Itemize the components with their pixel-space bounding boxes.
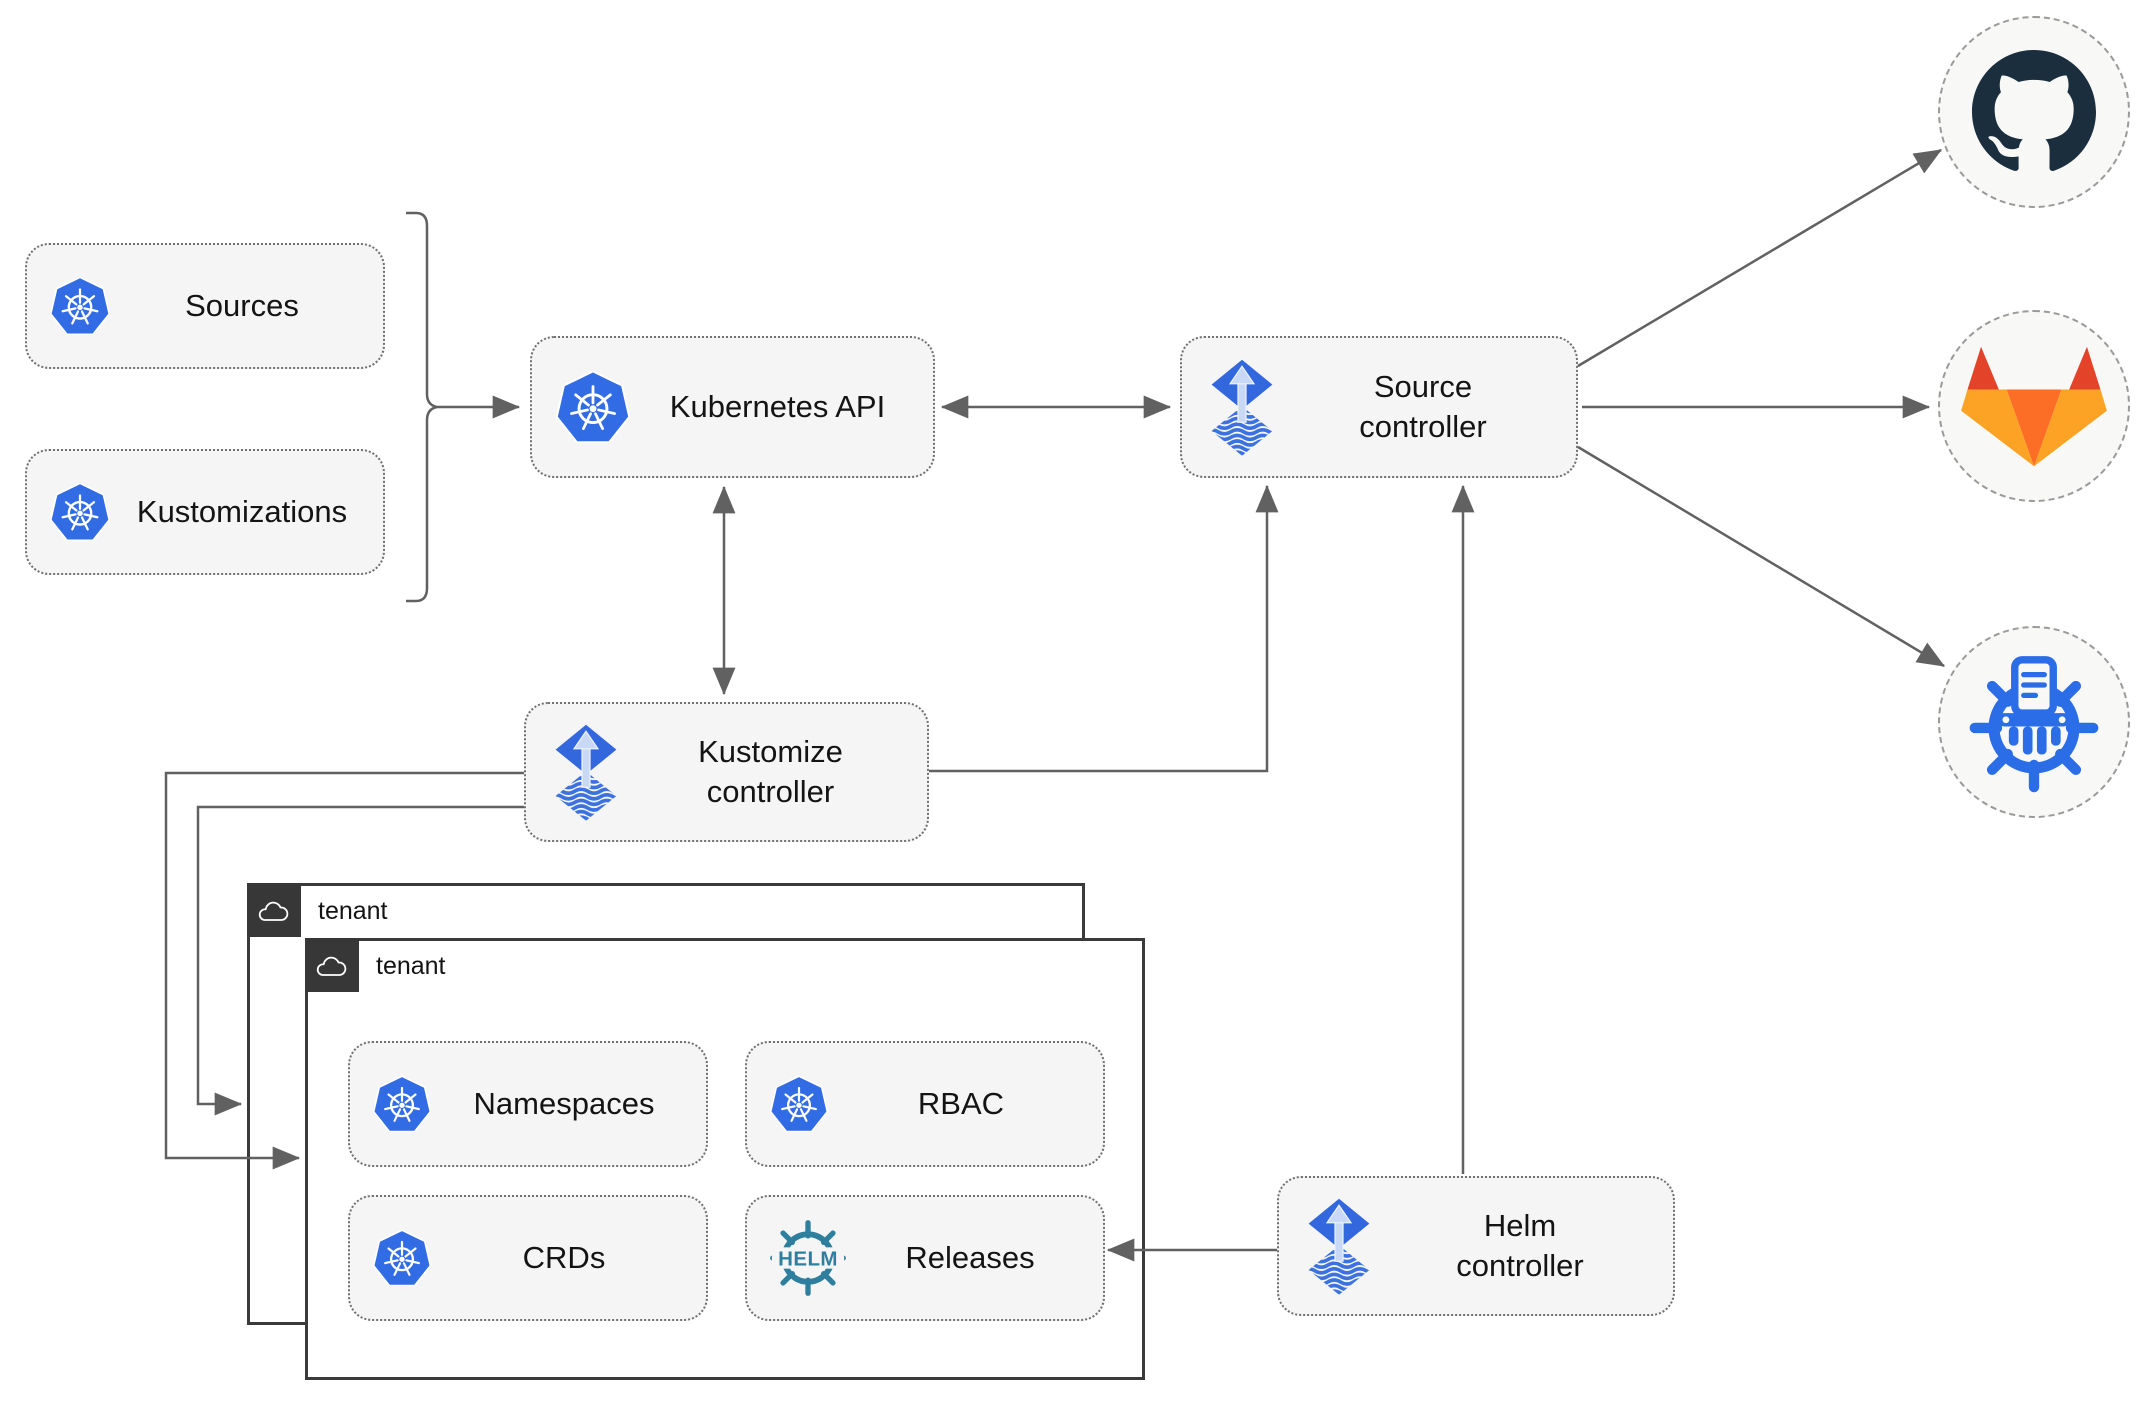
releases-label: Releases [905, 1240, 1035, 1276]
kubernetes-icon [552, 366, 634, 448]
kustomizations-box: Kustomizations [25, 449, 385, 575]
tenant-back-label: tenant [318, 897, 388, 925]
tenant-front-label: tenant [376, 952, 446, 980]
namespaces-label: Namespaces [473, 1086, 655, 1122]
kubernetes-api-label: Kubernetes API [669, 389, 886, 425]
flux-icon [546, 723, 626, 821]
source-controller-node: Source controller [1180, 336, 1578, 478]
kustomize-controller-label: Kustomize controller [698, 734, 843, 809]
chartmuseum-icon [1969, 656, 2099, 793]
namespaces-box: Namespaces [348, 1041, 708, 1167]
gitlab-target [1938, 310, 2130, 502]
helm-icon-text: HELM [778, 1247, 838, 1270]
arrow-source-controller-to-github [1577, 148, 1942, 368]
crds-box: CRDs [348, 1195, 708, 1321]
crds-label: CRDs [522, 1240, 606, 1276]
tenant-front-tab [305, 938, 359, 992]
cloud-icon [258, 901, 289, 921]
kubernetes-icon [372, 1075, 432, 1133]
source-controller-label: Source controller [1359, 369, 1487, 444]
rbac-box: RBAC [745, 1041, 1105, 1167]
github-icon [1972, 50, 2096, 171]
brace-sources-kustomizations [406, 211, 438, 603]
kubernetes-api-node: Kubernetes API [530, 336, 935, 478]
kubernetes-icon [372, 1229, 432, 1287]
kubernetes-icon [50, 482, 110, 542]
arrow-kustomize-controller-to-source-controller [929, 484, 1279, 773]
flux-icon [1202, 358, 1282, 456]
flux-icon [1299, 1197, 1379, 1295]
kubernetes-icon [769, 1075, 829, 1133]
github-target [1938, 16, 2130, 208]
helm-icon: HELM [770, 1220, 846, 1296]
sources-box: Sources [25, 243, 385, 369]
releases-box: HELM Releases [745, 1195, 1105, 1321]
tenant-back-tab [247, 883, 301, 937]
helm-controller-label: Helm controller [1456, 1208, 1584, 1283]
tenant-container-front: tenant Namespaces RBAC CRDs [305, 938, 1145, 1380]
arrow-source-controller-to-chartmuseum [1577, 445, 1945, 668]
kustomize-controller-node: Kustomize controller [524, 702, 929, 842]
gitlab-icon [1961, 346, 2107, 466]
kustomizations-label: Kustomizations [136, 494, 348, 530]
chartmuseum-target [1938, 626, 2130, 818]
helm-controller-node: Helm controller [1277, 1176, 1675, 1316]
rbac-label: RBAC [917, 1086, 1005, 1122]
cloud-icon [316, 956, 347, 976]
kubernetes-icon [50, 276, 110, 336]
sources-label: Sources [185, 288, 299, 324]
